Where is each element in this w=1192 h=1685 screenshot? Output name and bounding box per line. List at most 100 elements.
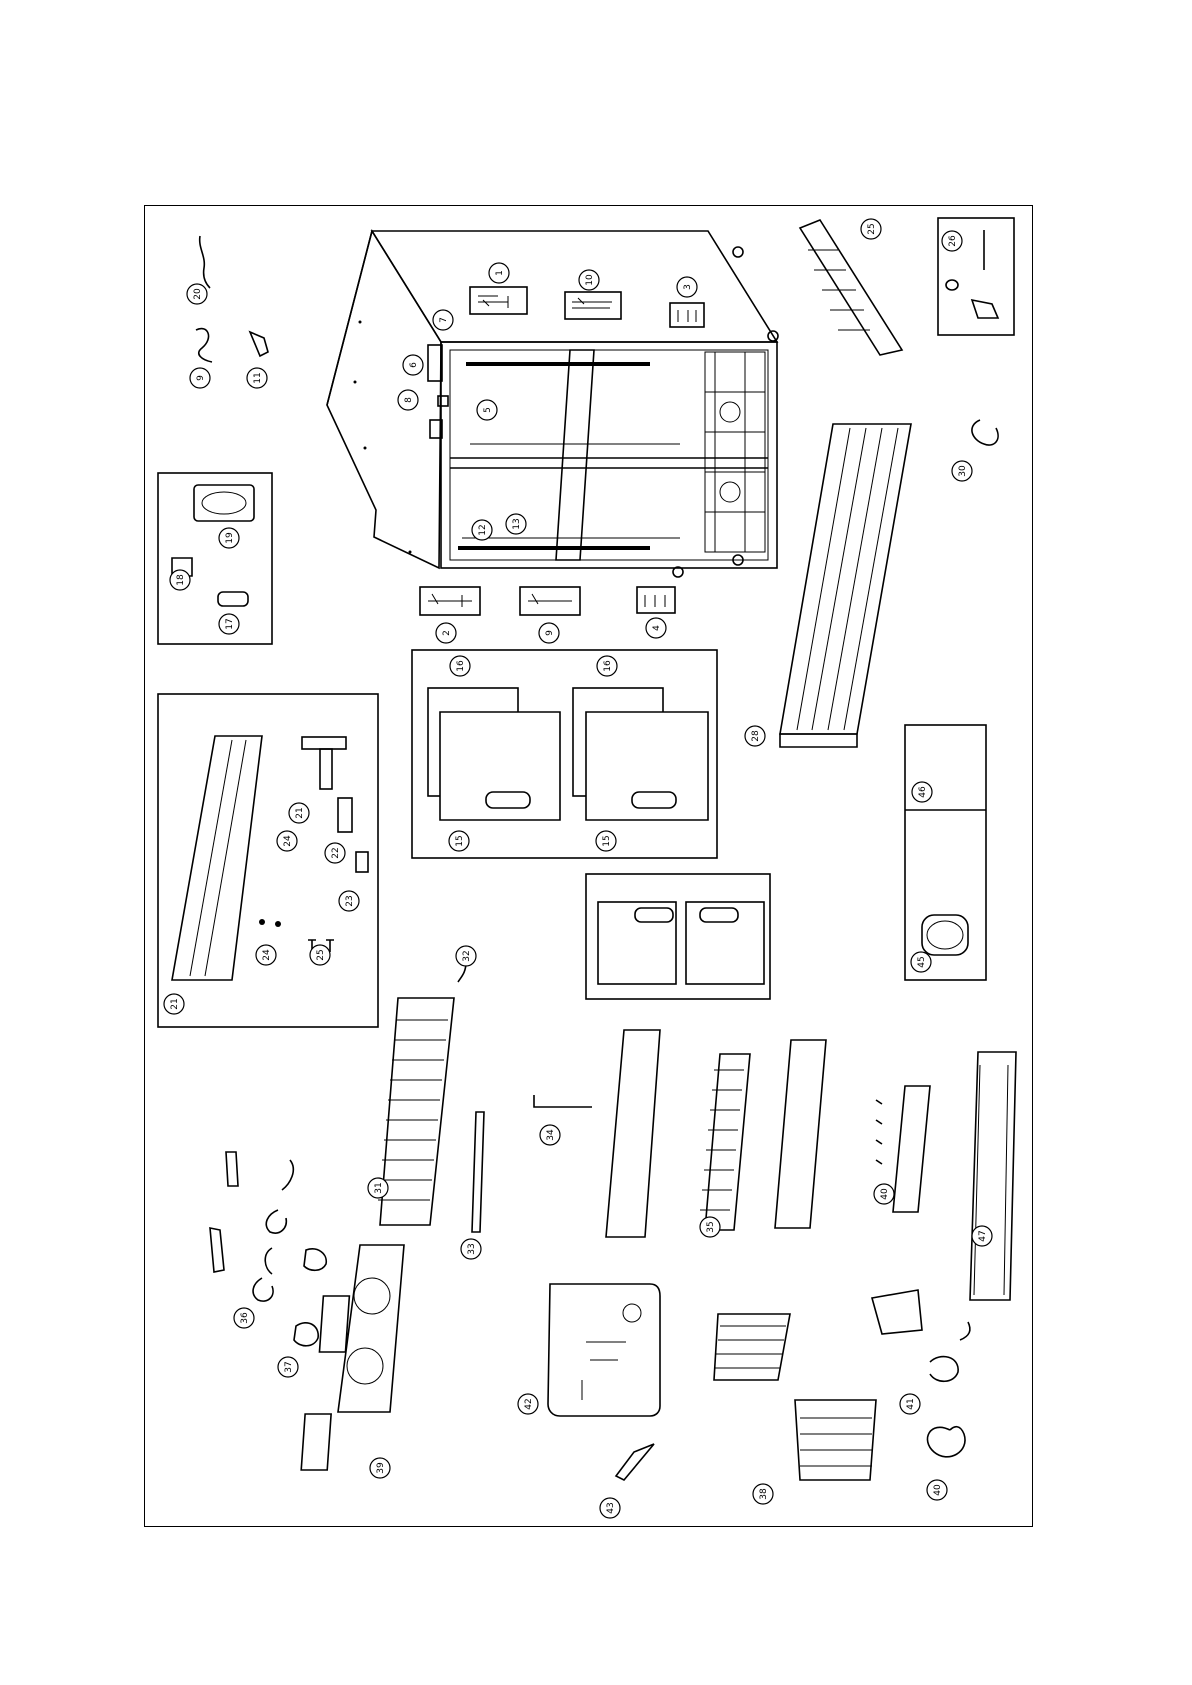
box-parts-17-19 bbox=[158, 473, 272, 644]
callout-number: 18 bbox=[176, 574, 186, 586]
callout-number: 7 bbox=[439, 317, 449, 323]
callout-46: 46 bbox=[912, 782, 932, 802]
callout-34: 34 bbox=[540, 1125, 560, 1145]
callout-number: 41 bbox=[906, 1398, 916, 1409]
callout-23: 23 bbox=[339, 891, 359, 911]
rail-parts-box bbox=[158, 694, 378, 1027]
callout-number: 2 bbox=[442, 630, 452, 636]
callout-number: 39 bbox=[376, 1462, 386, 1474]
callout-number: 30 bbox=[958, 465, 968, 477]
callout-number: 25 bbox=[316, 949, 326, 960]
callout-number: 38 bbox=[759, 1488, 769, 1500]
callout-number: 47 bbox=[978, 1230, 988, 1241]
callout-9: 9 bbox=[190, 368, 210, 388]
callout-5: 5 bbox=[477, 400, 497, 420]
callout-number: 25 bbox=[867, 223, 877, 234]
callout-25: 25 bbox=[310, 945, 330, 965]
callout-number: 35 bbox=[706, 1221, 716, 1232]
callout-number: 12 bbox=[478, 524, 488, 535]
callout-13: 13 bbox=[506, 514, 526, 534]
hardware-boxes-bottom bbox=[420, 587, 675, 615]
callout-1: 1 bbox=[489, 263, 509, 283]
callout-15: 15 bbox=[449, 831, 469, 851]
callout-31: 31 bbox=[368, 1178, 388, 1198]
callout-number: 16 bbox=[603, 660, 613, 672]
callout-35: 35 bbox=[700, 1217, 720, 1237]
callout-number: 32 bbox=[462, 950, 472, 961]
callout-number: 4 bbox=[652, 625, 662, 631]
callout-number: 24 bbox=[283, 835, 293, 847]
callout-number: 20 bbox=[193, 288, 203, 300]
callout-number: 28 bbox=[751, 730, 761, 742]
callout-number: 43 bbox=[606, 1502, 616, 1513]
callout-9: 9 bbox=[539, 623, 559, 643]
callout-40: 40 bbox=[874, 1184, 894, 1204]
callout-32: 32 bbox=[456, 946, 476, 966]
bottom-parts bbox=[548, 1284, 970, 1480]
callout-38: 38 bbox=[753, 1484, 773, 1504]
callout-18: 18 bbox=[170, 570, 190, 590]
callout-number: 26 bbox=[948, 235, 958, 247]
drawer-set-box bbox=[586, 874, 770, 999]
callout-number: 1 bbox=[495, 270, 505, 276]
callout-36: 36 bbox=[234, 1308, 254, 1328]
evaporator-coils bbox=[378, 962, 592, 1232]
callout-39: 39 bbox=[370, 1458, 390, 1478]
callout-16: 16 bbox=[450, 656, 470, 676]
callout-number: 34 bbox=[546, 1129, 556, 1141]
callout-number: 13 bbox=[512, 518, 522, 529]
callout-number: 33 bbox=[467, 1243, 477, 1254]
callout-20: 20 bbox=[187, 284, 207, 304]
callout-30: 30 bbox=[952, 461, 972, 481]
callout-number: 22 bbox=[331, 847, 341, 858]
callout-number: 24 bbox=[262, 949, 272, 961]
callout-number: 15 bbox=[455, 835, 465, 846]
callout-number: 37 bbox=[284, 1361, 294, 1372]
callout-10: 10 bbox=[579, 270, 599, 290]
callout-number: 42 bbox=[524, 1398, 534, 1409]
callout-number: 40 bbox=[933, 1484, 943, 1496]
callout-number: 46 bbox=[918, 786, 928, 798]
callout-43: 43 bbox=[600, 1498, 620, 1518]
callout-3: 3 bbox=[677, 277, 697, 297]
panels-row bbox=[606, 1030, 1016, 1300]
callout-37: 37 bbox=[278, 1357, 298, 1377]
callout-number: 10 bbox=[585, 274, 595, 286]
callout-21: 21 bbox=[289, 803, 309, 823]
callout-24: 24 bbox=[277, 831, 297, 851]
right-side-parts bbox=[780, 218, 1014, 980]
callout-number: 3 bbox=[683, 284, 693, 290]
callout-22: 22 bbox=[325, 843, 345, 863]
callout-number: 9 bbox=[196, 375, 206, 381]
callout-6: 6 bbox=[403, 355, 423, 375]
callout-26: 26 bbox=[942, 231, 962, 251]
callout-45: 45 bbox=[911, 952, 931, 972]
callout-16: 16 bbox=[597, 656, 617, 676]
callout-24: 24 bbox=[256, 945, 276, 965]
cabinet-assembly bbox=[327, 231, 778, 577]
callout-21: 21 bbox=[164, 994, 184, 1014]
callout-number: 9 bbox=[545, 630, 555, 636]
callout-17: 17 bbox=[219, 614, 239, 634]
callout-47: 47 bbox=[972, 1226, 992, 1246]
callout-number: 45 bbox=[917, 956, 927, 967]
callout-12: 12 bbox=[472, 520, 492, 540]
callout-number: 17 bbox=[225, 618, 235, 629]
callout-28: 28 bbox=[745, 726, 765, 746]
callout-11: 11 bbox=[247, 368, 267, 388]
callout-40: 40 bbox=[927, 1480, 947, 1500]
callout-number: 11 bbox=[253, 372, 263, 383]
callout-25: 25 bbox=[861, 219, 881, 239]
callout-number: 31 bbox=[374, 1182, 384, 1193]
cables-top-left bbox=[196, 236, 268, 362]
callout-number: 6 bbox=[409, 362, 419, 368]
callout-number: 8 bbox=[404, 397, 414, 403]
callout-19: 19 bbox=[219, 528, 239, 548]
callout-number: 21 bbox=[170, 998, 180, 1009]
callout-41: 41 bbox=[900, 1394, 920, 1414]
callout-2: 2 bbox=[436, 623, 456, 643]
hardware-boxes-top bbox=[470, 287, 704, 327]
door-set-box bbox=[412, 650, 717, 858]
